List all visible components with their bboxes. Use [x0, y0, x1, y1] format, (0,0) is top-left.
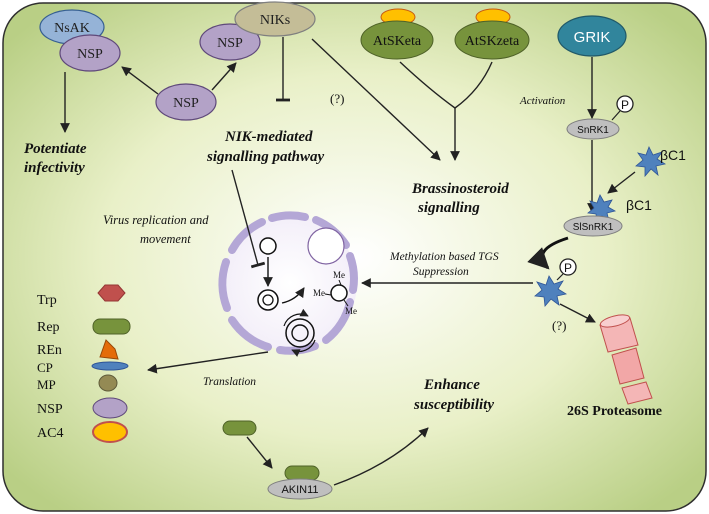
atskzeta-node: AtSKzeta: [454, 8, 530, 60]
arrow-betac1-to-slsnrk1: [607, 171, 636, 194]
akin11-label: AKIN11: [281, 484, 318, 496]
legend-label-cp: CP: [37, 360, 53, 375]
arrow-nsp-to-nsak: [121, 66, 159, 95]
atsketa-label: AtSKeta: [373, 34, 422, 49]
arrow-akin11-to-susceptibility: [333, 427, 429, 486]
slsnrk1-node: SlSnRK1: [563, 194, 623, 237]
betac1-star-bottom: P: [534, 258, 577, 307]
methylation-label-2: Suppression: [413, 266, 469, 278]
me-label-3: Me: [345, 306, 357, 316]
nsp-top-mid-label: NSP: [217, 36, 243, 51]
proteasome-label: 26S Proteasome: [567, 404, 662, 419]
betac1-top-label: βC1: [660, 147, 686, 163]
akin11-node: AKIN11: [267, 465, 333, 500]
trp-hexagon-icon: [97, 284, 126, 302]
niks-label: NIKs: [260, 13, 290, 28]
nsp-center-node: NSP: [155, 83, 217, 121]
me-label-2: Me: [313, 288, 325, 298]
nsp-ellipse-icon: [92, 397, 128, 419]
cp-ellipse-icon: [91, 361, 129, 371]
potentiate-label-1: Potentiate: [24, 141, 87, 157]
legend-label-mp: MP: [37, 377, 56, 392]
legend-label-trp: Trp: [37, 293, 57, 308]
brassinosteroid-label-2: signalling: [417, 200, 480, 216]
nucleus: Me Me Me: [218, 211, 358, 357]
grik-label: GRIK: [574, 29, 611, 46]
mp-ellipse-icon: [98, 374, 118, 392]
arrow-niks-to-brassinosteroid: [311, 38, 441, 161]
nsp-top-left-node: NSP: [59, 34, 121, 72]
enhance-label-1: Enhance: [423, 377, 480, 393]
nsp-top-left-label: NSP: [77, 47, 103, 62]
arrow-rep-to-akin11: [246, 436, 273, 469]
niks-node: NIKs: [234, 1, 316, 37]
legend-label-ren: REn: [37, 343, 62, 358]
rep-protein-icon: [222, 420, 257, 436]
arrow-translation: [147, 351, 269, 374]
grik-node: GRIK: [557, 15, 627, 57]
atsketa-node: AtSKeta: [360, 8, 434, 60]
inhibition-virus-replication: [231, 169, 266, 269]
betac1-star-top: βC1: [635, 146, 686, 178]
arrow-nsp-to-niks: [211, 62, 237, 91]
legend-label-ac4: AC4: [37, 426, 63, 441]
rep-rect-icon: [92, 318, 131, 335]
p-top-label: P: [621, 98, 629, 112]
question-top-label: (?): [330, 91, 344, 106]
proteasome-icon: [599, 314, 653, 405]
phospho-top: P: [611, 95, 634, 121]
arrow-betac1-to-proteasome: [559, 303, 596, 323]
nik-pathway-label-1: NIK-mediated: [224, 129, 313, 145]
methylation-label-1: Methylation based TGS: [389, 251, 499, 263]
slsnrk1-label: SlSnRK1: [573, 222, 614, 233]
brassinosteroid-label-1: Brassinosteroid: [411, 181, 509, 197]
viral-protein-legend: Trp Rep REn CP MP NSP AC4: [37, 284, 131, 443]
snrk1-node: SnRK1: [566, 118, 620, 140]
virus-replication-label-2: movement: [140, 232, 191, 246]
ac4-ellipse-icon: [92, 421, 128, 443]
betac1-bottom-label: βC1: [626, 197, 652, 213]
question-bottom-label: (?): [552, 318, 566, 333]
ren-shape-icon: [99, 339, 119, 360]
translation-label: Translation: [203, 376, 256, 388]
legend-label-rep: Rep: [37, 320, 60, 335]
p-bottom-label: P: [564, 261, 572, 275]
atskzeta-label: AtSKzeta: [465, 34, 520, 49]
virus-replication-label-1: Virus replication and: [103, 213, 209, 227]
nsp-center-label: NSP: [173, 96, 199, 111]
nik-pathway-label-2: signalling pathway: [206, 149, 324, 165]
enhance-label-2: susceptibility: [413, 397, 494, 413]
nsp-top-mid-node: NSP: [199, 23, 261, 61]
activation-label: Activation: [519, 95, 566, 107]
legend-label-nsp: NSP: [37, 402, 63, 417]
nsak-label: NsAK: [54, 21, 90, 36]
arrow-slsnrk1-to-betac1: [527, 236, 569, 270]
snrk1-label: SnRK1: [577, 125, 609, 136]
me-label-1: Me: [333, 270, 345, 280]
atsk-join-line: [399, 61, 493, 109]
potentiate-label-2: infectivity: [24, 160, 85, 176]
